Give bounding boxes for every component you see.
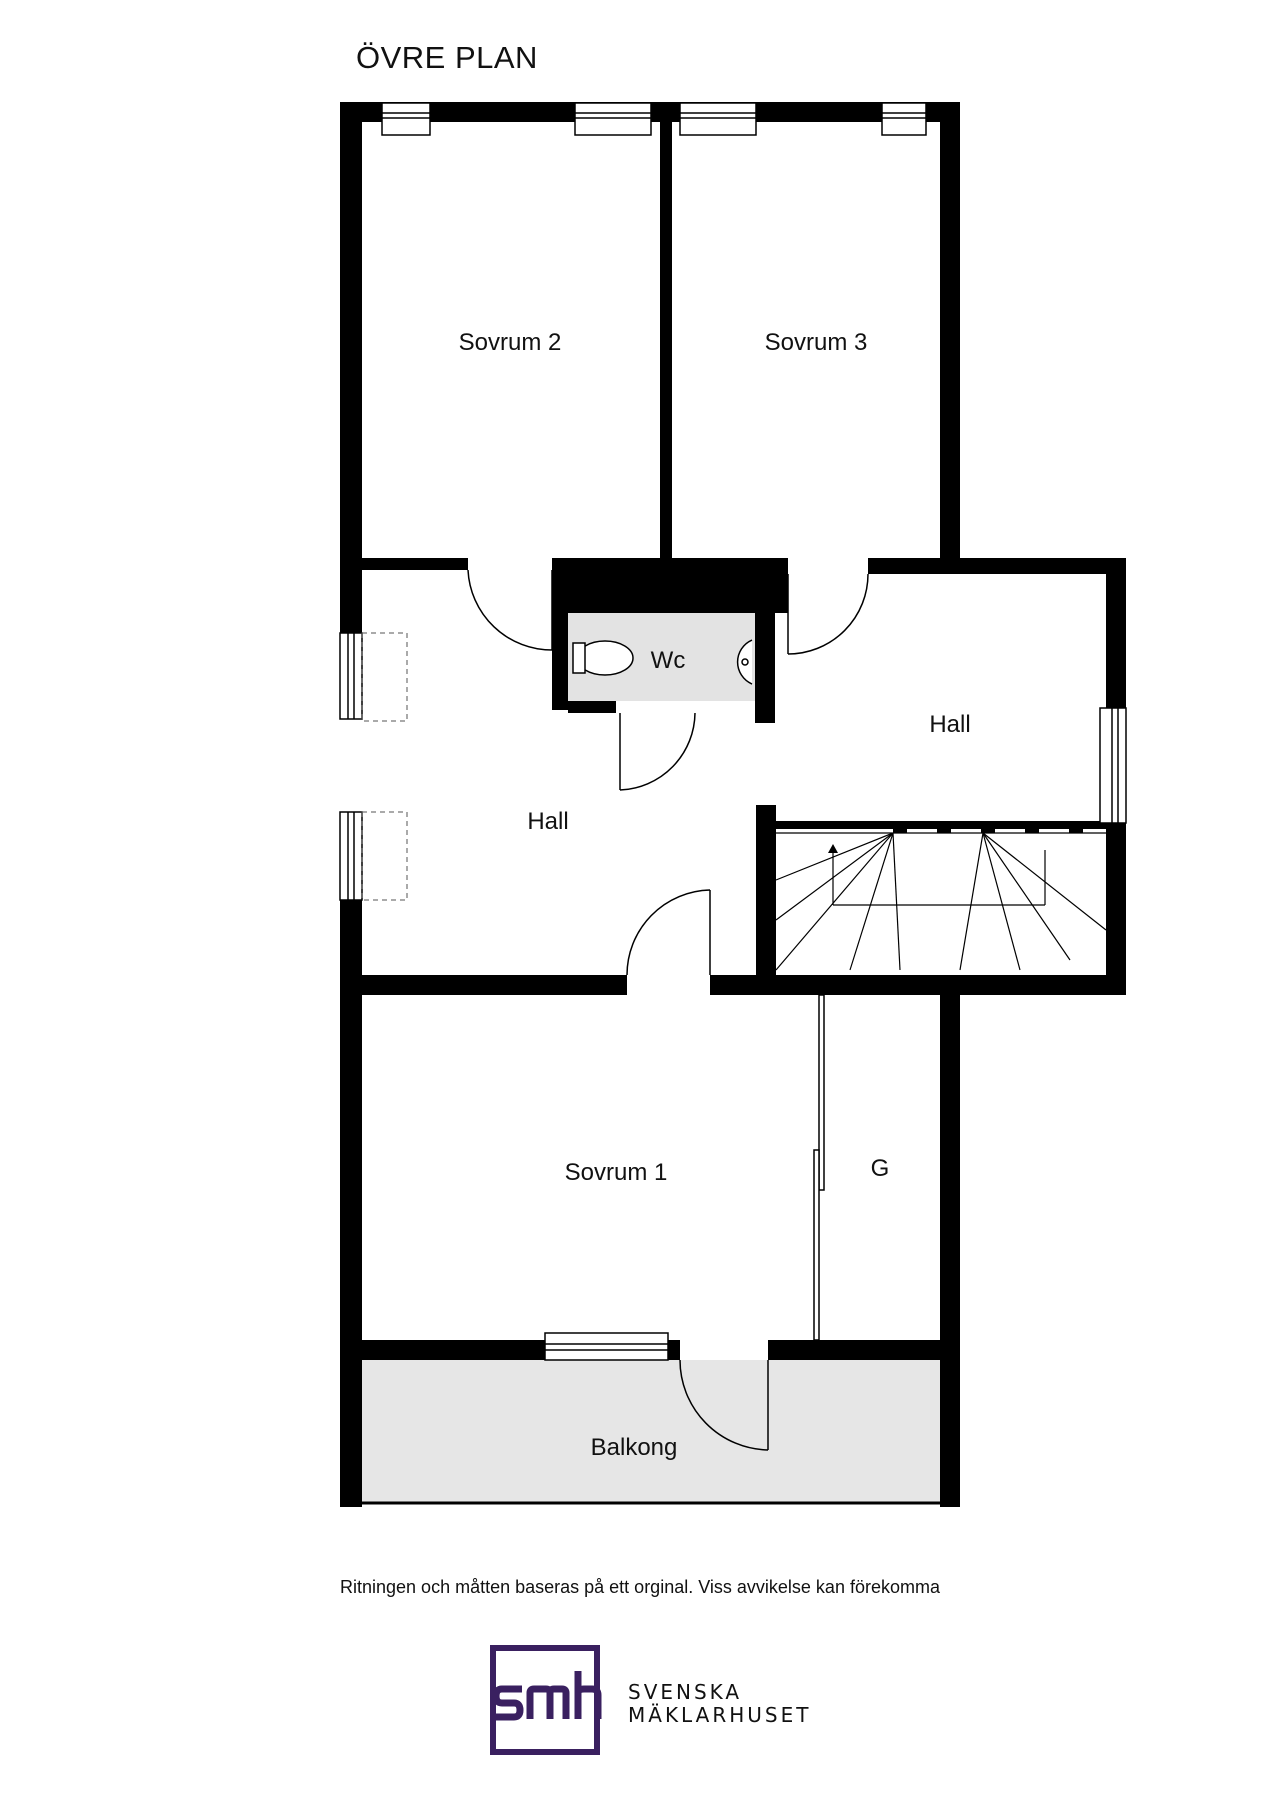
room-label-hall-left: Hall — [527, 808, 568, 835]
stair-railing — [893, 823, 1083, 833]
room-label-balkong: Balkong — [591, 1434, 678, 1461]
logo-wordmark: SVENSKA MÄKLARHUSET — [628, 1681, 811, 1727]
balcony-floor — [362, 1360, 942, 1503]
smh-logo-icon — [492, 1671, 602, 1721]
plan-title: ÖVRE PLAN — [356, 40, 538, 75]
doors — [467, 569, 869, 1451]
window-swings — [361, 632, 408, 901]
room-label-sovrum-2: Sovrum 2 — [459, 329, 562, 356]
windows — [339, 102, 1127, 1361]
stair-arrow-icon — [828, 844, 838, 853]
disclaimer: Ritningen och måtten baseras på ett orgi… — [340, 1577, 940, 1597]
company-logo: SVENSKA MÄKLARHUSET — [490, 1645, 830, 1775]
wardrobe-doors — [813, 994, 825, 1341]
room-label-hall-right: Hall — [929, 711, 970, 738]
stairs — [775, 832, 1107, 971]
room-label-wc: Wc — [651, 647, 686, 674]
logo-line-1: SVENSKA — [628, 1680, 743, 1704]
wc-fixtures — [572, 639, 753, 685]
walls — [340, 102, 1126, 1507]
room-label-sovrum-3: Sovrum 3 — [765, 329, 868, 356]
room-label-g: G — [871, 1155, 890, 1182]
logo-line-2: MÄKLARHUSET — [628, 1703, 812, 1727]
room-label-sovrum-1: Sovrum 1 — [565, 1159, 668, 1186]
